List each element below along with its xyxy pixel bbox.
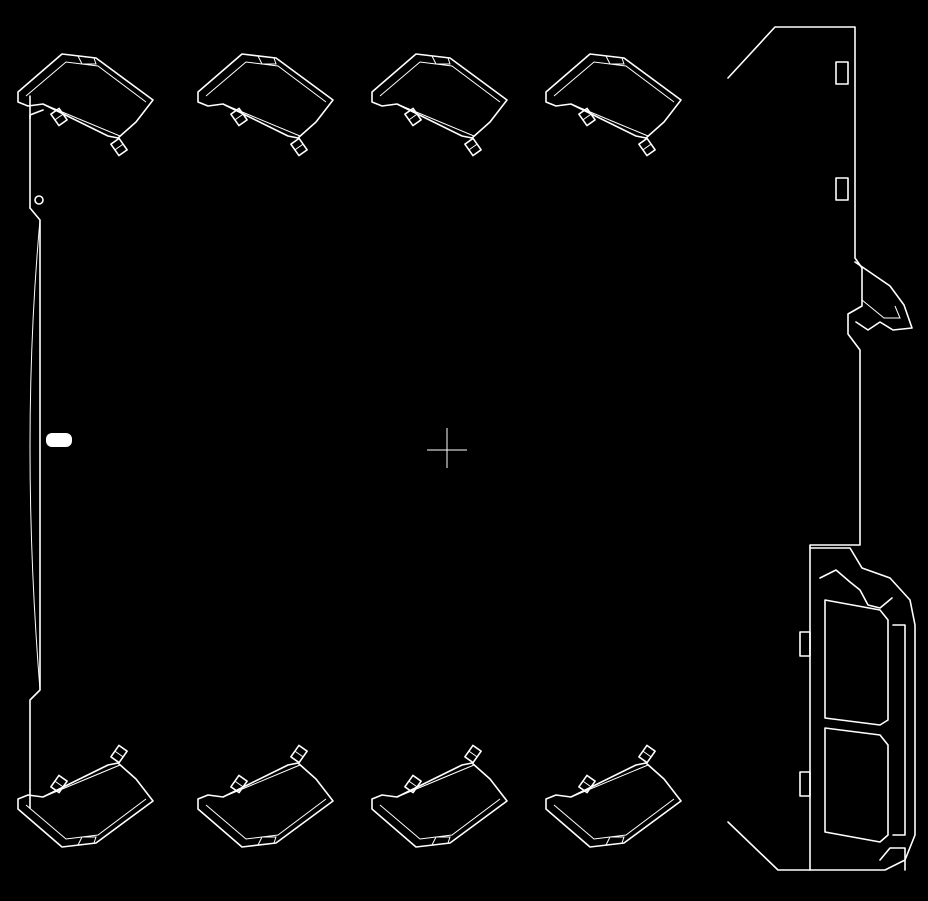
vent-slot <box>835 177 849 201</box>
clip-tab <box>799 771 811 797</box>
terminal-block-top-4 <box>545 53 682 157</box>
terminal-block-bottom-1 <box>17 744 154 848</box>
housing-outline <box>29 26 863 871</box>
terminal-block-top-2 <box>197 53 334 157</box>
indicator-led <box>34 195 44 205</box>
din-rail-clip <box>799 547 916 871</box>
side-latch <box>854 261 913 331</box>
top-terminal-blocks <box>17 53 682 157</box>
front-label-slot <box>46 433 72 447</box>
terminal-block-bottom-2 <box>197 744 334 848</box>
vent-slot <box>835 61 849 85</box>
terminal-block-top-1 <box>17 53 154 157</box>
bottom-terminal-blocks <box>17 744 682 848</box>
terminal-block-top-3 <box>371 53 508 157</box>
clip-tab <box>799 631 811 657</box>
center-crosshair <box>427 428 467 468</box>
terminal-block-bottom-3 <box>371 744 508 848</box>
terminal-block-bottom-4 <box>545 744 682 848</box>
